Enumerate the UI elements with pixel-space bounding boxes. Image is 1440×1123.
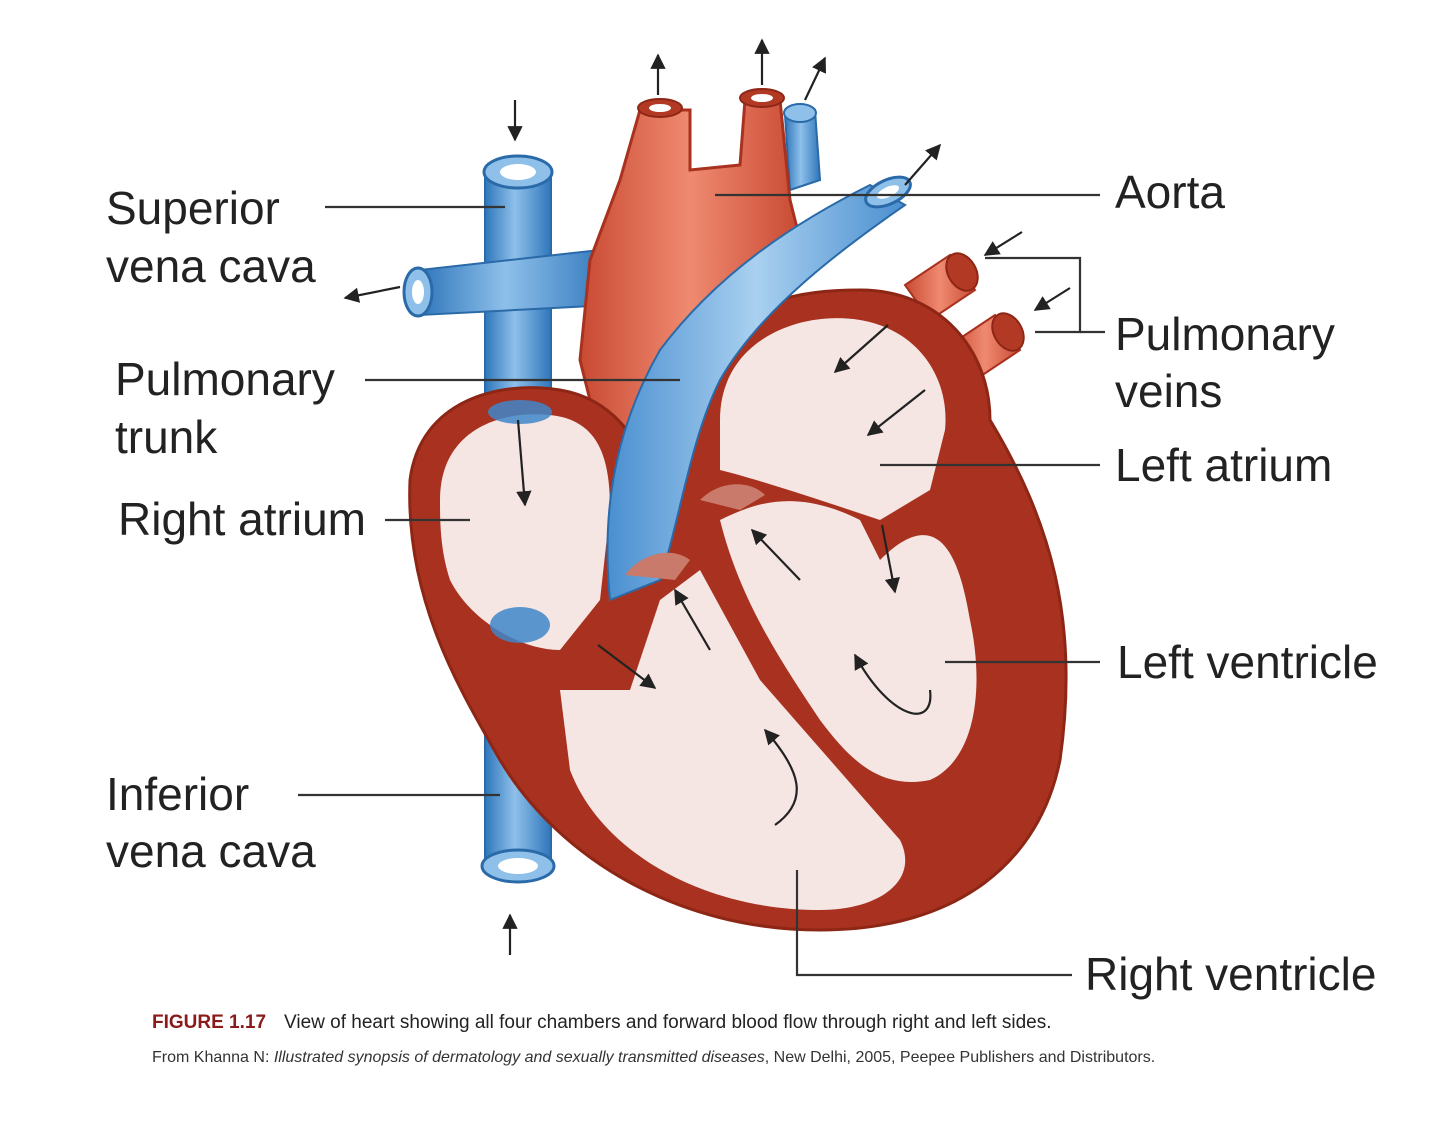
label-aorta: Aorta [1115, 166, 1225, 218]
left-atrium-chamber [720, 318, 946, 520]
label-left-ventricle: Left ventricle [1117, 636, 1378, 688]
left-ventricle-chamber [720, 501, 977, 782]
label-inferior-vena-cava: Inferior vena cava [106, 768, 316, 877]
label-right-atrium: Right atrium [118, 493, 366, 545]
caption-text: View of heart showing all four chambers … [284, 1012, 1052, 1033]
aortic-valve [700, 484, 765, 510]
svc-opening [488, 400, 552, 424]
right-ventricle-chamber [560, 570, 906, 910]
figure-caption: FIGURE 1.17 View of heart showing all fou… [152, 1012, 1352, 1034]
label-pulmonary-trunk: Pulmonary trunk [115, 353, 348, 463]
pulmonary-trunk-vessel [606, 183, 907, 602]
source-title: Illustrated synopsis of dermatology and … [273, 1049, 765, 1066]
label-right-ventricle: Right ventricle [1085, 948, 1376, 1000]
pulmonary-artery-branches [402, 103, 822, 318]
right-atrium-chamber [440, 414, 610, 650]
label-superior-vena-cava: Superior vena cava [106, 182, 316, 292]
leader-lines [298, 193, 1105, 977]
figure-source: From Khanna N: Illustrated synopsis of d… [152, 1044, 1352, 1072]
source-suffix: , New Delhi, 2005, Peepee Publishers and… [764, 1049, 1156, 1066]
blood-flow-arrows [343, 38, 1071, 955]
label-pulmonary-veins: Pulmonary veins [1115, 308, 1348, 417]
ivc-opening [490, 607, 550, 643]
label-left-atrium: Left atrium [1115, 439, 1332, 491]
figure-number: FIGURE 1.17 [152, 1012, 267, 1033]
source-prefix: From Khanna N: [152, 1049, 274, 1066]
pulmonary-valve [625, 552, 690, 580]
